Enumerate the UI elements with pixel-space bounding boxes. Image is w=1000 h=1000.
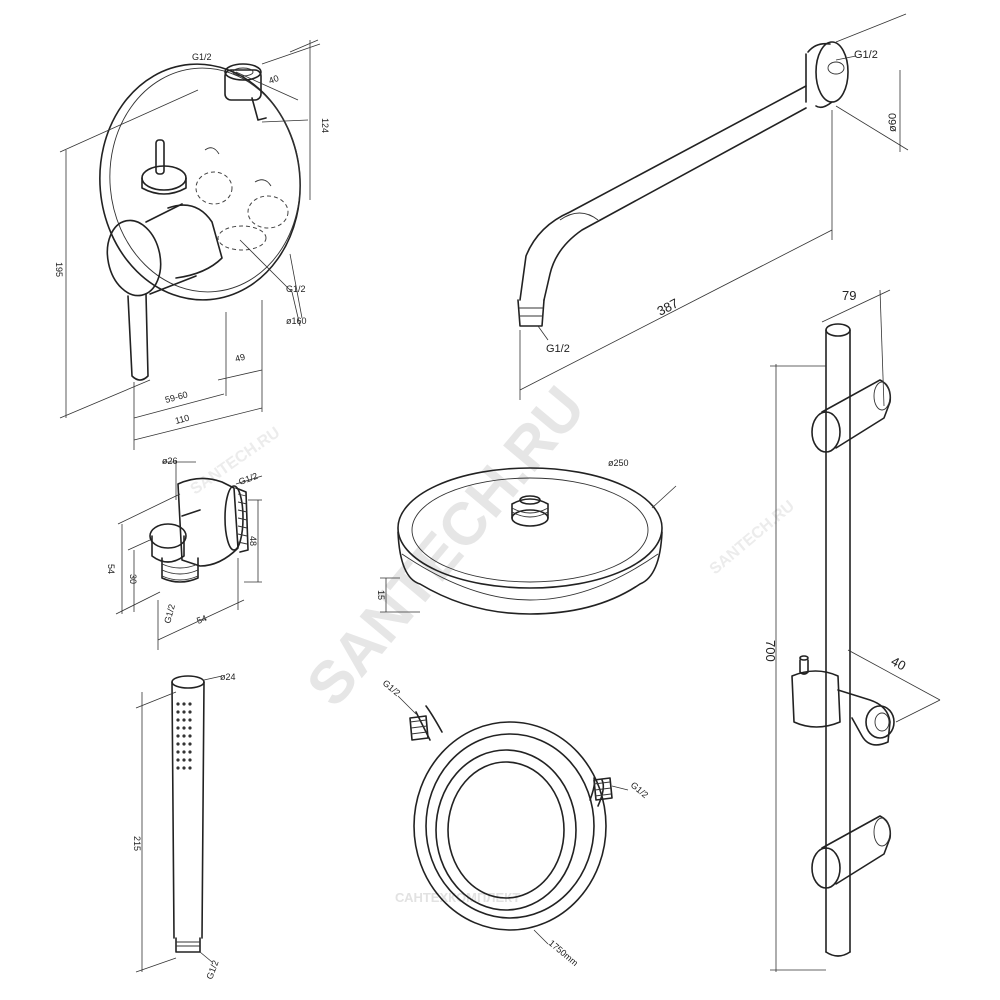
rail-dim-holder-label: 40 [889, 653, 909, 673]
rail-dim-length-label: 700 [763, 640, 778, 662]
mixer-dim-40-label: 40 [267, 73, 280, 86]
arm-thread-top-label: G1/2 [854, 49, 878, 61]
hose-thread-left-label: G1/2 [381, 678, 402, 698]
mixer-dim-110-label: 110 [174, 413, 190, 426]
mixer-dim-59-60-label: 59-60 [164, 389, 189, 405]
mixer-dim-diameter-label: ø160 [286, 316, 307, 326]
hose-dim-length-label: 1750mm [547, 938, 580, 968]
shower-head-top [397, 467, 663, 589]
arm-dim-length-label: 387 [655, 295, 681, 318]
head-dim-diameter-label: ø250 [608, 458, 629, 468]
elbow-thread-right-label: G1/2 [237, 471, 259, 487]
elbow-dim-54-label: 54 [106, 564, 116, 574]
head-dim-height-label: 15 [376, 590, 386, 600]
elbow-dim-diameter-label: ø26 [162, 456, 178, 466]
watermark-layer: SANTECH.RU САНТЕХКОМПЛЕКТ SANTECH.RU SAN… [188, 374, 798, 905]
shower-arm-diagram: G1/2 ø60 387 G1/2 [517, 13, 909, 400]
mixer-dim-124-label: 124 [320, 118, 330, 133]
mixer-dim-195-label: 195 [54, 262, 64, 277]
hose-diagram: G1/2 G1/2 1750mm [381, 678, 650, 968]
slide-rail-diagram: 79 700 40 [763, 288, 941, 972]
watermark-small-right: SANTECH.RU [707, 498, 798, 578]
elbow-thread-bottom-label: G1/2 [162, 603, 177, 624]
arm-thread-bottom-label: G1/2 [546, 343, 570, 355]
hand-shower-thread-label: G1/2 [204, 959, 220, 981]
shower-head-diagram: ø250 15 [376, 458, 677, 615]
hand-shower-dim-diameter-label: ø24 [220, 672, 236, 682]
hand-shower-diagram: ø24 215 G1/2 [132, 672, 236, 981]
elbow-dim-width-label: 54 [195, 613, 208, 626]
watermark-main: SANTECH.RU [294, 374, 598, 718]
mixer-thread-top-label: G1/2 [192, 52, 212, 62]
mixer-dim-49-label: 49 [234, 352, 246, 364]
mixer-plate [99, 63, 301, 301]
mixer-thread-side-label: G1/2 [286, 284, 306, 294]
hose-thread-right-label: G1/2 [629, 780, 650, 800]
hand-shower-dim-length-label: 215 [132, 836, 142, 851]
arm-dim-flange-label: ø60 [887, 113, 899, 132]
rail-dim-depth-label: 79 [842, 288, 856, 303]
hand-shower-nozzles [176, 702, 192, 770]
wall-elbow-diagram: ø26 G1/2 54 30 48 G1/2 54 [106, 456, 263, 650]
elbow-dim-side-label: 48 [248, 536, 258, 546]
elbow-dim-30-label: 30 [128, 574, 138, 584]
mixer-diagram: G1/2 40 124 195 G1/2 ø160 49 59-60 110 [54, 39, 330, 450]
